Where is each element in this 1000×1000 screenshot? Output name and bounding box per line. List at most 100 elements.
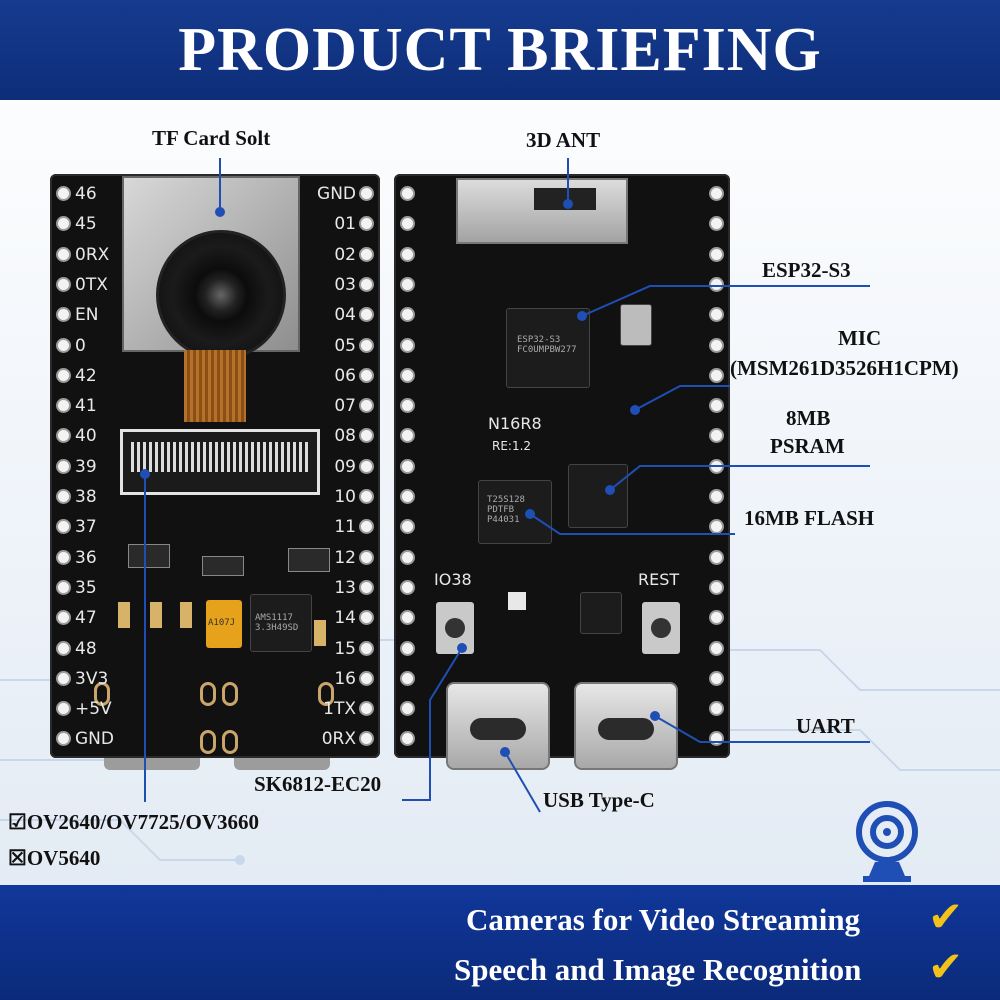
pin-label-left: 48: [75, 638, 97, 659]
header-pin: [709, 246, 724, 262]
pin-label-right: 14: [334, 608, 356, 629]
pin-label-right: 05: [334, 335, 356, 356]
callout-psram-size: 8MB: [786, 406, 831, 430]
header-pin: [359, 216, 374, 232]
header-pin: [359, 670, 374, 686]
header-pin: [359, 367, 374, 383]
feature-2: Speech and Image Recognition: [454, 952, 862, 987]
smd-chip: [288, 548, 330, 572]
solder-pad: [318, 682, 334, 706]
header-pin: [56, 670, 71, 686]
header-pin: [56, 216, 71, 232]
header-pin: [400, 186, 415, 201]
capacitor-marking: A107J: [208, 618, 236, 628]
flash-chip: T25S128 PDTFB P44031: [478, 480, 552, 544]
pin-label-left: EN: [75, 305, 99, 326]
header-pin: [400, 640, 415, 656]
pin-label-left: 0: [75, 335, 86, 356]
pin-label-right: GND: [317, 184, 356, 204]
header-pin: [56, 579, 71, 595]
pin-label-left: 41: [75, 396, 97, 417]
header-pin: [709, 367, 724, 383]
pin-label-right: 08: [334, 426, 356, 447]
rgb-led: [508, 592, 526, 610]
solder-pad: [222, 682, 238, 706]
pin-label-right: 15: [334, 638, 356, 659]
header-pin: [56, 549, 71, 565]
callout-3d-ant: 3D ANT: [526, 128, 601, 152]
callout-mic: MIC: [838, 326, 882, 350]
smd-component: [180, 602, 192, 628]
smd-component: [118, 602, 130, 628]
header-pin: [56, 428, 71, 444]
header-pin: [709, 731, 724, 747]
header-pin: [359, 458, 374, 474]
webcam-icon: [856, 801, 918, 882]
header-pin: [56, 519, 71, 535]
io38-button[interactable]: [436, 602, 474, 654]
header-pin: [709, 701, 724, 717]
board-model-label: N16R8: [488, 414, 542, 433]
usb-type-c-port-right[interactable]: [574, 682, 678, 770]
pin-label-left: 35: [75, 577, 97, 598]
header-pin: [709, 307, 724, 323]
pin-label-right: 02: [334, 244, 356, 265]
header-pin: [400, 428, 415, 444]
header-pin: [400, 337, 415, 353]
regulator-marking: AMS1117 3.3H49SD: [255, 613, 299, 633]
header-pin: [359, 307, 374, 323]
pin-label-right: 0RX: [321, 729, 356, 750]
camera-supported-list: ☑OV2640/OV7725/OV3660: [8, 810, 259, 834]
header-pin: [359, 246, 374, 262]
callout-usb: USB Type-C: [543, 788, 655, 812]
right-board: ESP32-S3 FC0UMPBW277 N16R8 RE:1.2 T25S12…: [394, 174, 730, 770]
pin-label-right: 06: [334, 365, 356, 386]
header-pin: [56, 731, 71, 747]
header-pin: [400, 579, 415, 595]
header-pin: [400, 398, 415, 414]
header-pin: [400, 610, 415, 626]
tantalum-capacitor: A107J: [206, 600, 242, 648]
pin-label-left: 40: [75, 426, 97, 447]
usb-type-c-port-left[interactable]: [446, 682, 550, 770]
reset-button[interactable]: [642, 602, 680, 654]
pin-label-right: 01: [334, 214, 356, 235]
pin-label-left: 36: [75, 547, 97, 568]
header-pin: [400, 458, 415, 474]
feature-banner: [0, 885, 1000, 1000]
header-pin: [709, 458, 724, 474]
header-pin: [359, 186, 374, 201]
pin-label-left: GND: [75, 729, 114, 750]
header-pin: [56, 640, 71, 656]
microphone: [620, 304, 652, 346]
header-pin: [56, 276, 71, 292]
pin-label-left: +5V: [75, 699, 112, 720]
pin-label-left: 42: [75, 365, 97, 386]
header-pin: [709, 186, 724, 201]
reset-label: REST: [638, 570, 680, 589]
header-pin: [709, 428, 724, 444]
solder-pad: [200, 682, 216, 706]
usb-connector-bottom: [104, 758, 200, 770]
smd-component: [150, 602, 162, 628]
header-pin: [359, 489, 374, 504]
callout-esp32: ESP32-S3: [762, 258, 851, 282]
pin-label-right: 13: [334, 577, 356, 598]
header-pin: [359, 398, 374, 414]
header-pin: [709, 489, 724, 504]
header-pin: [709, 640, 724, 656]
pin-label-right: 12: [334, 547, 356, 568]
header-pin: [709, 276, 724, 292]
header-pin: [359, 337, 374, 353]
header-pin: [709, 670, 724, 686]
solder-pad: [200, 730, 216, 754]
smd-component: [314, 620, 326, 646]
pin-label-right: 16: [334, 668, 356, 689]
callout-flash: 16MB FLASH: [744, 506, 875, 530]
board-revision-label: RE:1.2: [492, 439, 532, 453]
header-pin: [359, 428, 374, 444]
header-pin: [56, 398, 71, 414]
header-pin: [400, 276, 415, 292]
header-pin: [359, 276, 374, 292]
